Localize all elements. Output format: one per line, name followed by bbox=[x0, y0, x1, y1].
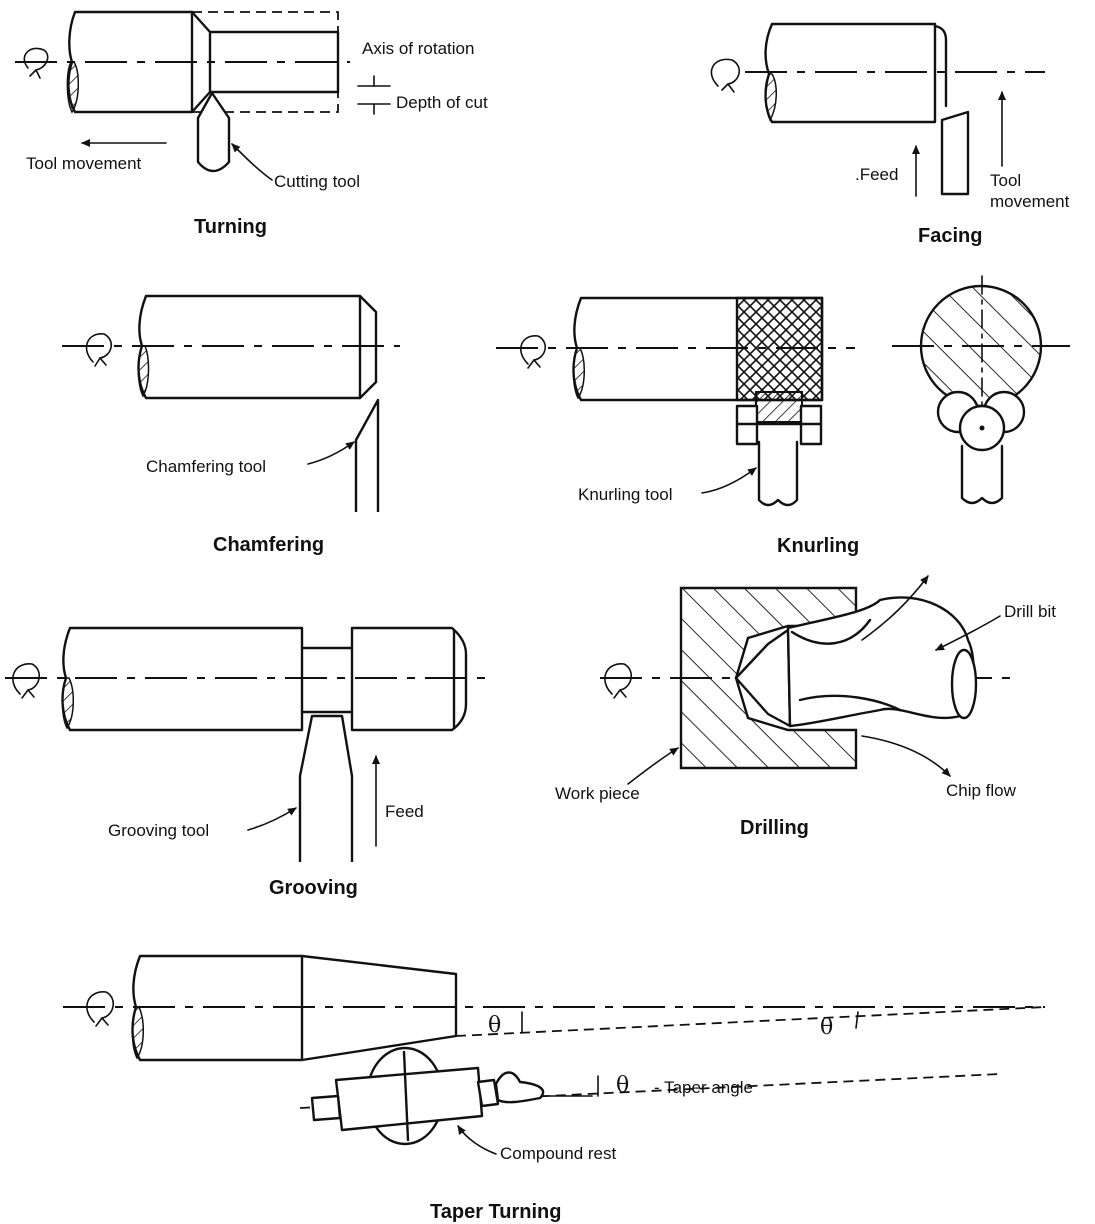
knurling-rotation-arrow-icon bbox=[519, 335, 546, 365]
facing-tool-label: Tool bbox=[990, 171, 1021, 190]
turning-workpiece bbox=[67, 10, 212, 114]
knurled-surface bbox=[735, 296, 824, 402]
grooving-rotation-arrow-icon bbox=[12, 663, 40, 695]
turning-caption: Turning bbox=[194, 216, 267, 238]
knurling-side-workpiece bbox=[919, 284, 1043, 408]
work-piece-label: Work piece bbox=[555, 784, 640, 803]
groove-section bbox=[300, 646, 354, 714]
taper-cutting-tool bbox=[494, 1071, 545, 1104]
turning-panel: Axis of rotation Depth of cut Tool movem… bbox=[15, 10, 488, 238]
chip-flow-arrow-top bbox=[861, 575, 929, 641]
chip-flow-label: Chip flow bbox=[946, 781, 1017, 800]
drill-bit-label: Drill bit bbox=[1004, 602, 1056, 621]
drilling-rotation-arrow-icon bbox=[604, 663, 632, 695]
facing-feed-label: .Feed bbox=[855, 165, 898, 184]
chamfering-tool-label: Chamfering tool bbox=[146, 457, 266, 476]
drill-flutes bbox=[790, 618, 902, 712]
knurling-tool-label: Knurling tool bbox=[578, 485, 673, 504]
depth-of-cut-label: Depth of cut bbox=[396, 93, 488, 112]
axis-of-rotation-label: Axis of rotation bbox=[362, 39, 474, 58]
grooving-rotation-arrowhead-icon bbox=[21, 689, 35, 699]
knurling-tool-leader bbox=[701, 467, 757, 494]
tool-movement-label: Tool movement bbox=[26, 154, 142, 173]
turning-tool-end bbox=[196, 160, 231, 173]
knurling-tool-shank bbox=[757, 440, 799, 507]
grooving-tool bbox=[298, 714, 354, 862]
chamfering-panel: Chamfering tool Chamfering bbox=[62, 294, 400, 556]
compound-rest-toolpost bbox=[476, 1078, 500, 1108]
compound-rest-spindle bbox=[402, 1050, 410, 1142]
rotation-arrowhead-icon bbox=[29, 69, 41, 79]
taper-rotation-arrowhead-icon bbox=[95, 1017, 109, 1027]
facing-rotation-arrowhead-icon bbox=[721, 83, 735, 93]
grooving-panel: Grooving tool Feed Grooving bbox=[5, 626, 495, 899]
taper-extension-line bbox=[455, 1006, 1046, 1037]
facing-rotation-arrow-icon bbox=[710, 58, 740, 87]
knurling-panel: Knurling tool Knurling bbox=[496, 275, 1070, 557]
drilling-rotation-arrowhead-icon bbox=[613, 689, 627, 699]
drill-shank-end bbox=[950, 648, 978, 720]
taper-theta-2: θ bbox=[820, 1015, 833, 1040]
taper-turning-caption: Taper Turning bbox=[430, 1201, 561, 1223]
cutting-tool-leader bbox=[231, 143, 273, 181]
taper-theta-1: θ bbox=[488, 1013, 501, 1038]
facing-face bbox=[933, 24, 948, 108]
grooving-tool-leader bbox=[247, 807, 297, 831]
taper-theta-3: θ bbox=[616, 1073, 629, 1098]
compound-rest-handle bbox=[310, 1094, 342, 1122]
chamfering-tool-leader bbox=[307, 441, 355, 465]
compound-rest-slide bbox=[334, 1066, 484, 1132]
chamfering-caption: Chamfering bbox=[213, 534, 324, 556]
facing-workpiece bbox=[764, 22, 937, 124]
grooving-feed-label: Feed bbox=[385, 802, 424, 821]
knurling-wheel bbox=[755, 391, 803, 423]
chamfering-tool bbox=[354, 398, 380, 512]
taper-workpiece bbox=[131, 954, 458, 1062]
chip-flow-arrow-bottom bbox=[861, 735, 951, 777]
knurl-roller-pivot bbox=[979, 425, 985, 431]
knurling-side-shank bbox=[960, 444, 1004, 505]
work-piece-leader bbox=[627, 747, 679, 785]
compound-rest-leader bbox=[457, 1125, 497, 1155]
facing-caption: Facing bbox=[918, 225, 982, 247]
taper-angle-label: - Taper angle bbox=[654, 1078, 753, 1097]
facing-movement-label: movement bbox=[990, 192, 1070, 211]
knurling-rotation-arrowhead-icon bbox=[527, 359, 541, 369]
knurling-caption: Knurling bbox=[777, 535, 859, 557]
grooving-workpiece-right bbox=[350, 626, 468, 732]
taper-turning-panel: θ θ θ - Taper angle Compound rest Taper … bbox=[63, 954, 1046, 1223]
compound-rest-label: Compound rest bbox=[500, 1144, 617, 1163]
drilling-panel: Drill bit Work piece Chip flow Drilling bbox=[555, 575, 1056, 839]
facing-tool bbox=[940, 110, 970, 196]
taper-rotation-arrow-icon bbox=[86, 991, 114, 1023]
turning-original-outline bbox=[192, 11, 339, 113]
grooving-tool-label: Grooving tool bbox=[108, 821, 209, 840]
turning-cutting-tool bbox=[196, 91, 231, 162]
facing-panel: .Feed Tool movement Facing bbox=[710, 22, 1070, 247]
grooving-caption: Grooving bbox=[269, 877, 358, 899]
cutting-tool-label: Cutting tool bbox=[274, 172, 360, 191]
rotation-arrow-icon bbox=[23, 47, 49, 71]
chamfering-rotation-arrowhead-icon bbox=[94, 357, 107, 367]
taper-angle-arc-2 bbox=[855, 1011, 859, 1029]
chamfering-rotation-arrow-icon bbox=[85, 333, 112, 363]
grooving-workpiece-left bbox=[61, 626, 304, 732]
chamfering-workpiece bbox=[137, 294, 378, 400]
turning-reduced-section bbox=[208, 30, 340, 94]
knurling-workpiece bbox=[572, 296, 824, 402]
drilling-caption: Drilling bbox=[740, 817, 809, 839]
drill-bit-leader bbox=[935, 615, 1001, 651]
